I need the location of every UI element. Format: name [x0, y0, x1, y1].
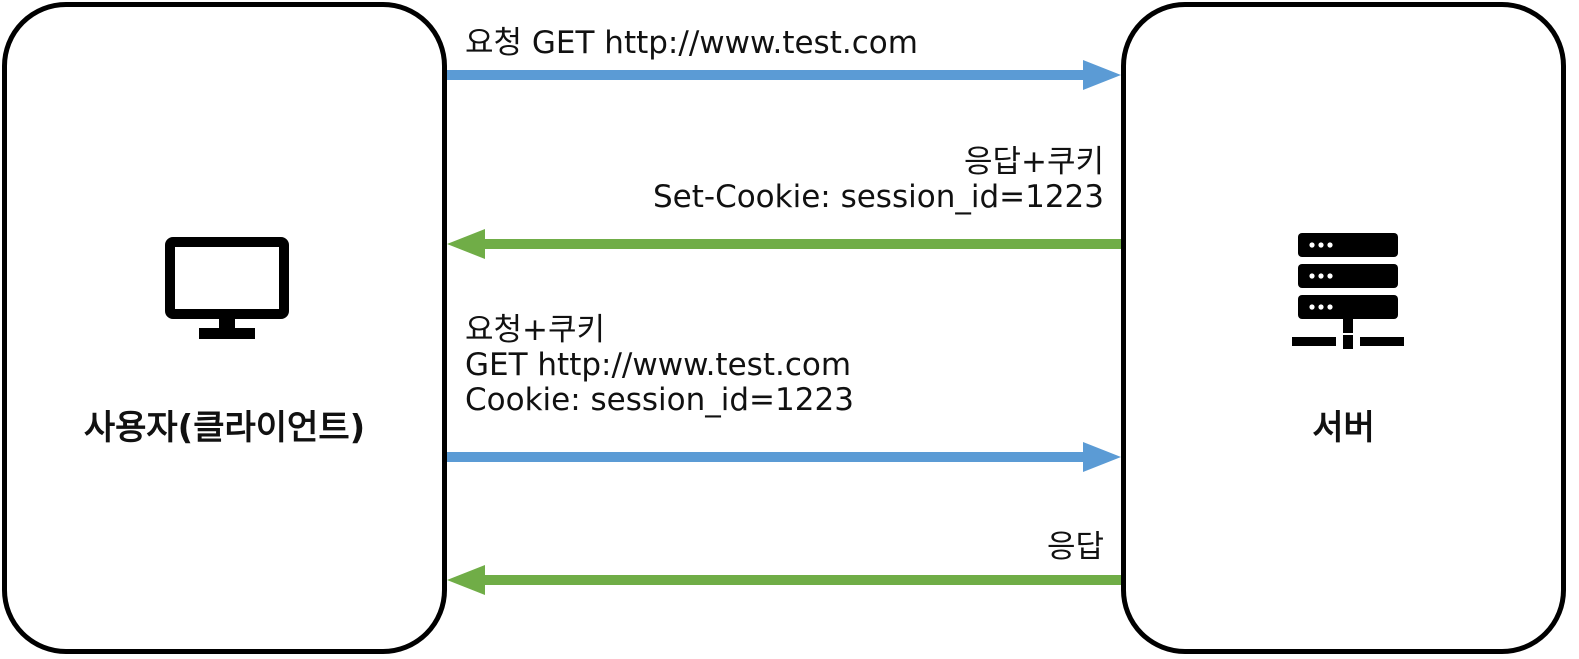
message-line: 응답+쿠키: [963, 144, 1104, 180]
message-line: Set-Cookie: session_id=1223: [652, 179, 1104, 215]
message-request-cookie-label: 요청+쿠키 GET http://www.test.com Cookie: se…: [465, 313, 854, 418]
message-line: 요청 GET http://www.test.com: [465, 25, 918, 61]
response-arrow: [447, 565, 1121, 595]
client-node: 사용자(클라이언트): [2, 2, 447, 654]
server-label: 서버: [1312, 408, 1375, 448]
message-line: GET http://www.test.com: [465, 347, 852, 383]
server-node: 서버: [1121, 2, 1566, 654]
response-cookie-arrow: [447, 229, 1121, 259]
message-line: 요청+쿠키: [465, 312, 606, 348]
message-response-cookie-label: 응답+쿠키 Set-Cookie: session_id=1223: [653, 145, 1104, 215]
message-line: Cookie: session_id=1223: [465, 382, 854, 418]
message-response-label: 응답: [1047, 530, 1104, 565]
request-arrow: [447, 60, 1121, 90]
server-icon: [1292, 233, 1404, 349]
client-label: 사용자(클라이언트): [83, 408, 366, 448]
monitor-icon: [165, 237, 289, 339]
request-cookie-arrow: [447, 442, 1121, 472]
message-request-label: 요청 GET http://www.test.com: [465, 26, 918, 61]
message-line: 응답: [1046, 529, 1104, 565]
